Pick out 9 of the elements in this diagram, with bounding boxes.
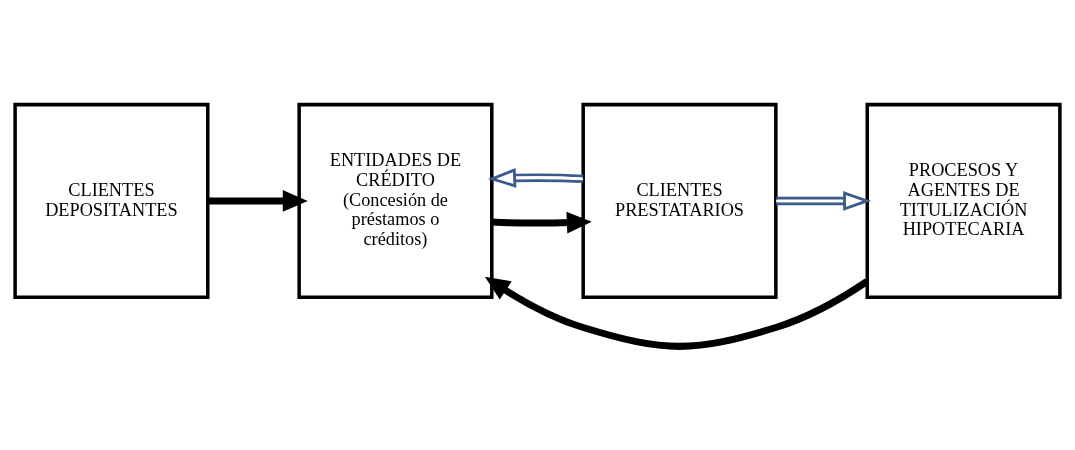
node-box: ENTIDADES DE CRÉDITO (Concesión de préstamos o créditos) [297, 102, 494, 299]
arrow [487, 167, 584, 188]
node-box: CLIENTES DEPOSITANTES [13, 102, 210, 299]
arrow [491, 211, 592, 234]
arrow [776, 190, 872, 211]
arrow [208, 189, 308, 212]
node-box: PROCESOS Y AGENTES DE TITULIZACIÓN HIPOTECARIA [865, 102, 1062, 299]
node-box: CLIENTES PRESTATARIOS [581, 102, 778, 299]
arrow [484, 276, 869, 350]
